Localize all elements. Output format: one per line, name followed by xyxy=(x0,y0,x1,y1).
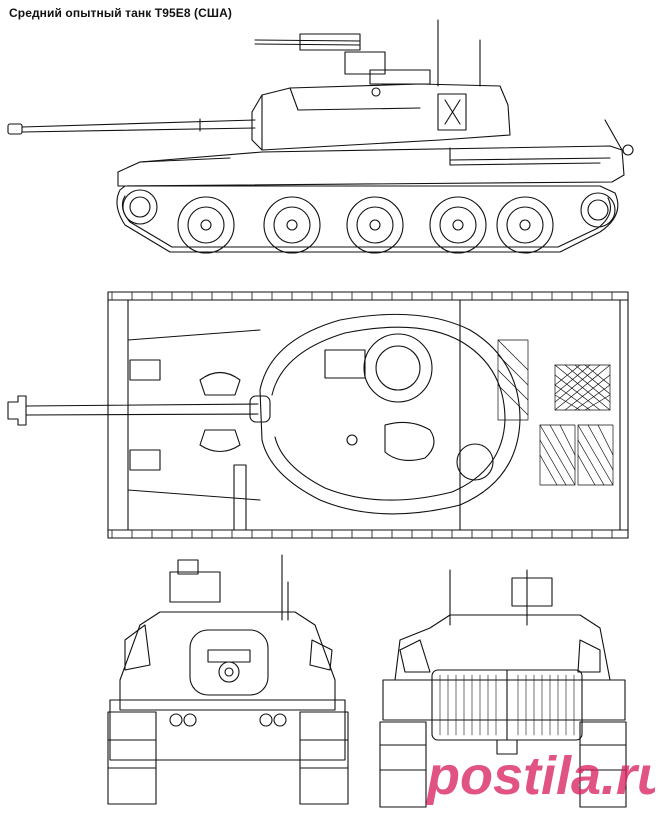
side-road-wheels xyxy=(122,189,616,254)
watermark-text: postila.ru xyxy=(425,746,655,806)
side-view xyxy=(7,19,634,254)
side-track xyxy=(116,185,619,253)
rear-grille-hatching xyxy=(439,674,575,736)
figure-title: Средний опытный танк T95E8 (США) xyxy=(9,6,232,20)
top-gun-barrel xyxy=(7,395,271,426)
top-track-links xyxy=(111,291,613,539)
watermark-logo: postila.ru xyxy=(425,746,655,806)
top-turret xyxy=(259,313,521,515)
side-machine-gun xyxy=(254,33,431,85)
rear-view xyxy=(379,569,627,808)
side-turret xyxy=(251,19,511,151)
front-view xyxy=(107,554,349,805)
top-engine-grilles xyxy=(497,339,614,486)
side-hull xyxy=(117,119,634,187)
side-gun-barrel xyxy=(7,118,256,135)
top-view xyxy=(7,291,629,539)
